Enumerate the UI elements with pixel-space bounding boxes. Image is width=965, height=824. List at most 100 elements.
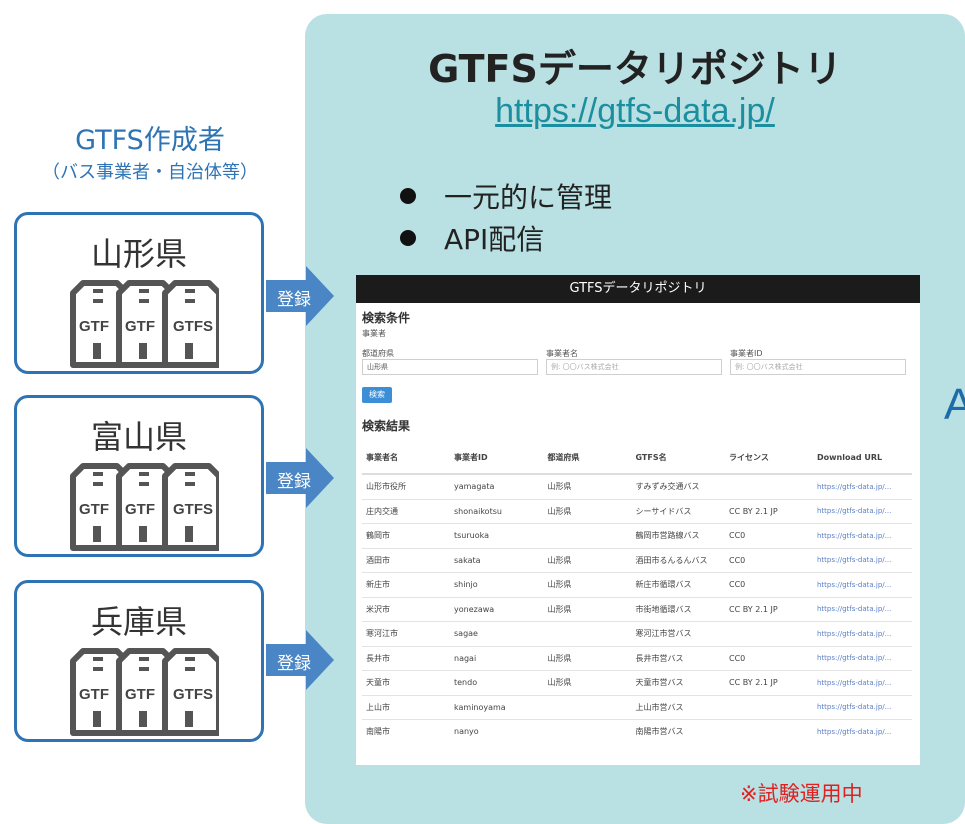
- column-header: GTFS名: [631, 440, 725, 475]
- cell: [543, 694, 632, 720]
- cell: 上山市: [362, 694, 450, 720]
- cell: kaminoyama: [450, 694, 544, 720]
- cell: 長井市営バス: [631, 645, 725, 671]
- download-link[interactable]: https://gtfs-data.jp/...: [813, 645, 912, 671]
- cell: 山形県: [543, 473, 632, 499]
- download-link[interactable]: https://gtfs-data.jp/...: [813, 547, 912, 573]
- download-link[interactable]: https://gtfs-data.jp/...: [813, 621, 912, 646]
- file-label: GTFS: [173, 501, 213, 518]
- trial-operation-note: ※試験運用中: [740, 782, 863, 806]
- column-header: Download URL: [813, 440, 912, 475]
- repository-url-link[interactable]: https://gtfs-data.jp/: [495, 92, 775, 130]
- cell: 山形市役所: [362, 473, 450, 499]
- cell: nanyo: [450, 719, 544, 744]
- prefecture-box-yamagata: 山形県 GTF GTF GTFS: [14, 212, 264, 374]
- cell: 酒田市るんるんバス: [631, 547, 725, 573]
- cropped-letter: A: [944, 380, 965, 429]
- cell: CC0: [725, 645, 813, 671]
- table-header-row: 事業者名 事業者ID 都道府県 GTFS名 ライセンス Download URL: [362, 440, 912, 475]
- cell: 庄内交通: [362, 498, 450, 524]
- register-label: 登録: [277, 472, 311, 492]
- search-sub-label: 事業者: [362, 329, 386, 338]
- bullet-dot-icon: [400, 230, 416, 246]
- filter-label: 都道府県: [362, 349, 394, 358]
- cell: 酒田市: [362, 547, 450, 573]
- cell: 寒河江市営バス: [631, 621, 725, 646]
- bullet-text: 一元的に管理: [444, 181, 613, 214]
- prefecture-name: 山形県: [90, 235, 187, 273]
- results-section-title: 検索結果: [362, 419, 411, 433]
- download-link[interactable]: https://gtfs-data.jp/...: [813, 596, 912, 622]
- download-link[interactable]: https://gtfs-data.jp/...: [813, 694, 912, 720]
- gtfs-files-icon: GTF GTF GTFS: [70, 280, 219, 368]
- cell: [725, 621, 813, 646]
- cell: 新庄市循環バス: [631, 572, 725, 597]
- gtfs-files-icon: GTF GTF GTFS: [70, 463, 219, 551]
- search-section-title: 検索条件: [362, 311, 411, 325]
- web-header: GTFSデータリポジトリ: [356, 275, 920, 303]
- cell: シーサイドバス: [631, 498, 725, 524]
- prefecture-box-hyogo: 兵庫県 GTF GTF GTFS: [14, 580, 264, 742]
- cell: nagai: [450, 645, 544, 671]
- cell: 寒河江市: [362, 621, 450, 646]
- cell: CC0: [725, 572, 813, 597]
- search-button[interactable]: 検索: [362, 387, 392, 403]
- operator-name-input[interactable]: 例: 〇〇バス株式会社: [546, 359, 722, 375]
- cell: 上山市営バス: [631, 694, 725, 720]
- cell: 長井市: [362, 645, 450, 671]
- download-link[interactable]: https://gtfs-data.jp/...: [813, 670, 912, 695]
- prefecture-box-toyama: 富山県 GTF GTF GTFS: [14, 395, 264, 557]
- cell: 山形県: [543, 645, 632, 671]
- prefecture-name: 兵庫県: [90, 603, 187, 641]
- cell: yonezawa: [450, 596, 544, 622]
- cell: CC0: [725, 547, 813, 573]
- cell: 南陽市: [362, 719, 450, 744]
- file-label: GTF: [125, 318, 155, 335]
- cell: CC BY 2.1 JP: [725, 498, 813, 524]
- cell: [725, 473, 813, 499]
- file-label: GTF: [79, 501, 109, 518]
- cell: すみずみ交通バス: [631, 473, 725, 499]
- creator-subtitle: （バス事業者・自治体等）: [42, 162, 258, 183]
- cell: CC0: [725, 523, 813, 548]
- download-link[interactable]: https://gtfs-data.jp/...: [813, 473, 912, 499]
- cell: CC BY 2.1 JP: [725, 596, 813, 622]
- cell: 市街地循環バス: [631, 596, 725, 622]
- repository-web-screenshot: GTFSデータリポジトリ 検索条件 事業者 都道府県 事業者名 事業者ID 山形…: [356, 275, 920, 765]
- file-label: GTF: [125, 501, 155, 518]
- cell: 米沢市: [362, 596, 450, 622]
- file-label: GTFS: [173, 318, 213, 335]
- cell: [543, 523, 632, 548]
- download-link[interactable]: https://gtfs-data.jp/...: [813, 719, 912, 744]
- column-header: 事業者名: [362, 440, 450, 475]
- prefecture-select[interactable]: 山形県: [362, 359, 538, 375]
- cell: 天童市営バス: [631, 670, 725, 695]
- cell: sagae: [450, 621, 544, 646]
- bullet-dot-icon: [400, 188, 416, 204]
- gtfs-files-icon: GTF GTF GTFS: [70, 648, 219, 736]
- cell: 山形県: [543, 547, 632, 573]
- cell: 鶴岡市営路線バス: [631, 523, 725, 548]
- cell: [543, 719, 632, 744]
- register-arrow-icon: [266, 630, 334, 690]
- cell: CC BY 2.1 JP: [725, 670, 813, 695]
- download-link[interactable]: https://gtfs-data.jp/...: [813, 523, 912, 548]
- download-link[interactable]: https://gtfs-data.jp/...: [813, 572, 912, 597]
- creator-title: GTFS作成者: [75, 125, 225, 156]
- register-arrow-icon: [266, 448, 334, 508]
- repository-title: GTFSデータリポジトリ: [428, 47, 842, 91]
- filter-label: 事業者名: [546, 349, 578, 358]
- file-label: GTF: [125, 686, 155, 703]
- download-link[interactable]: https://gtfs-data.jp/...: [813, 498, 912, 524]
- operator-id-input[interactable]: 例: 〇〇バス株式会社: [730, 359, 906, 375]
- cell: 天童市: [362, 670, 450, 695]
- cell: 鶴岡市: [362, 523, 450, 548]
